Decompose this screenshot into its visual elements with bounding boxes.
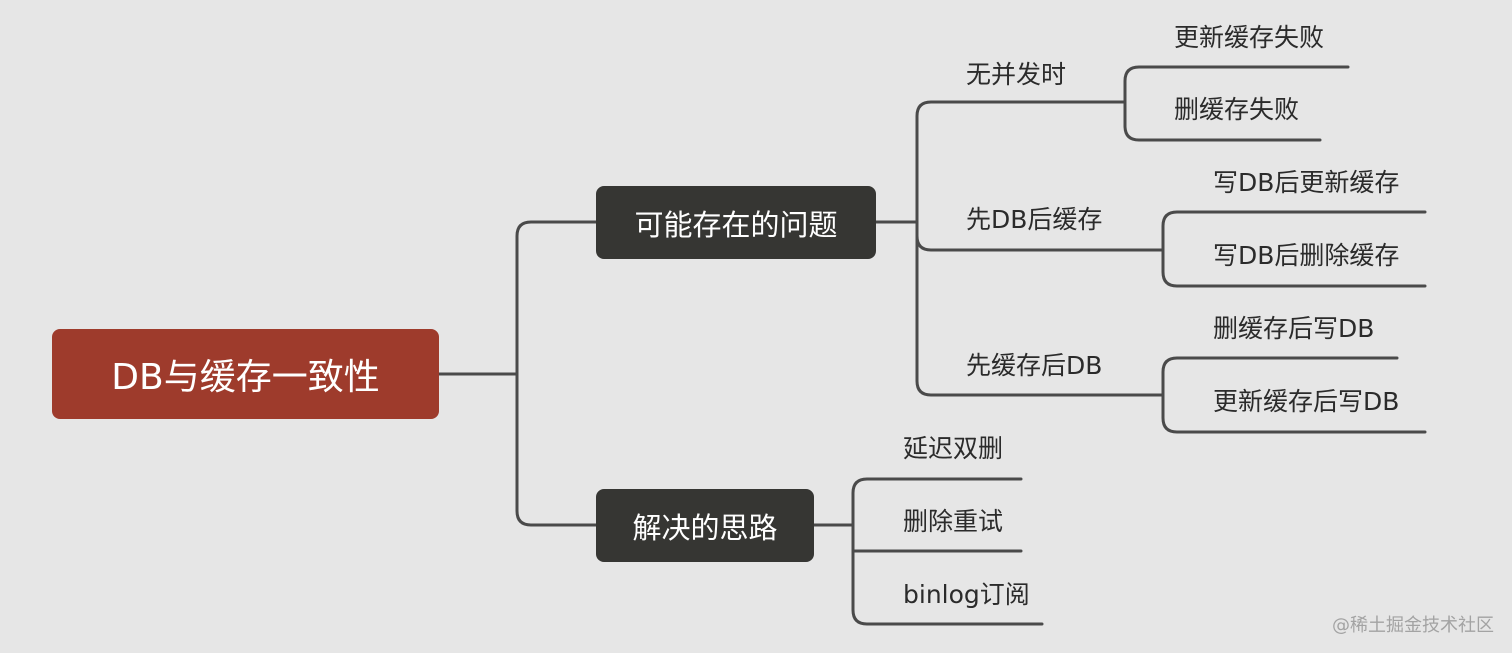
leaf-update-cache-failed: 更新缓存失败: [1174, 23, 1325, 52]
group-cache-first: 先缓存后DB: [966, 351, 1103, 380]
leaf-delayed-double-delete: 延迟双删: [903, 434, 1004, 463]
leaf-delete-retry: 删除重试: [903, 507, 1004, 536]
connector-group-3-to-child-1: [1161, 356, 1399, 397]
connector-root-to-solutions: [515, 372, 598, 527]
leaf-delete-cache-then-write-db: 删缓存后写DB: [1213, 314, 1375, 343]
root-node: DB与缓存一致性: [52, 329, 439, 419]
branch-problems: 可能存在的问题: [596, 186, 876, 259]
group-no-concurrency: 无并发时: [966, 60, 1067, 89]
watermark: @稀土掘金技术社区: [1332, 615, 1494, 636]
connector-group-1-to-child-2: [1123, 100, 1322, 142]
connector-problems-to-group-1: [915, 100, 1127, 224]
group-db-first: 先DB后缓存: [966, 205, 1103, 234]
connector-group-3-to-child-2: [1161, 393, 1427, 434]
connector-root-to-problems: [515, 220, 598, 376]
connector-group-2-to-child-1: [1161, 210, 1427, 252]
leaf-binlog-subscribe: binlog订阅: [903, 580, 1030, 609]
connector-solutions-to-child-3: [851, 523, 1044, 626]
connector-solutions-to-child-1: [851, 477, 1023, 527]
leaf-update-cache-then-write-db: 更新缓存后写DB: [1213, 387, 1400, 416]
connector-group-2-to-child-2: [1161, 248, 1427, 288]
leaf-delete-cache-failed: 删缓存失败: [1174, 95, 1300, 124]
leaf-write-db-then-update-cache: 写DB后更新缓存: [1213, 168, 1400, 197]
connector-group-1-to-child-1: [1123, 65, 1350, 104]
connector-problems-to-group-3: [915, 234, 1165, 397]
leaf-write-db-then-delete-cache: 写DB后删除缓存: [1213, 241, 1400, 270]
branch-solutions: 解决的思路: [596, 489, 814, 562]
